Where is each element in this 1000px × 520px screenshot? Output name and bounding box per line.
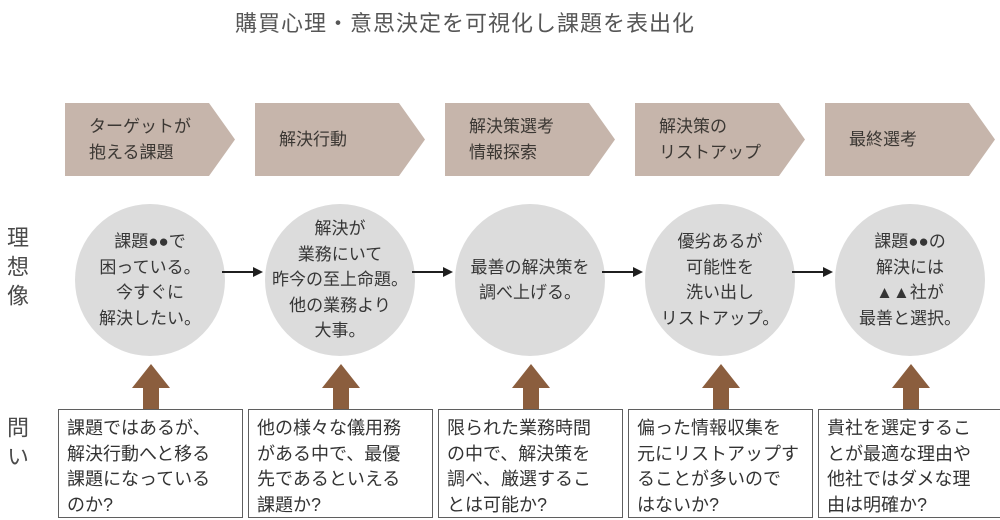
up-arrow-icon: [131, 364, 170, 410]
up-arrow-icon: [321, 364, 360, 410]
flow-arrow-icon: [412, 266, 453, 278]
side-label-ideal: 理想像: [4, 226, 29, 313]
stage-chevron: 解決行動: [255, 103, 425, 176]
up-arrow-stem: [142, 387, 159, 409]
ideal-circle: 課題●●で 困っている。 今すぐに 解決したい。: [75, 204, 225, 356]
question-box: 偏った情報収集を 元にリストアップす ることが多いので はないか?: [628, 409, 813, 518]
flow-arrow-line: [222, 271, 253, 273]
stage-column: ターゲットが 抱える課題 課題●●で 困っている。 今すぐに 解決したい。 課題…: [58, 0, 263, 520]
diagram-title: 購買心理・意思決定を可視化し課題を表出化: [234, 11, 695, 36]
flow-arrow-head: [443, 267, 453, 277]
flow-arrow-icon: [602, 266, 643, 278]
flow-arrow-line: [412, 271, 443, 273]
question-box: 限られた業務時間 の中で、解決策を 調べ、厳選するこ とは可能か?: [438, 409, 623, 518]
up-arrow-stem: [712, 387, 729, 409]
ideal-circle: 優劣あるが 可能性を 洗い出し リストアップ。: [645, 204, 795, 356]
flow-arrow-line: [792, 271, 823, 273]
side-label-question: 問い: [4, 416, 29, 474]
stage-column: 解決行動 解決が 業務にいて 昨今の至上命題。 他の業務より 大事。 他の様々な…: [248, 0, 453, 520]
stage-chevron: ターゲットが 抱える課題: [65, 103, 235, 176]
flow-arrow-icon: [222, 266, 263, 278]
stage-column: 解決策の リストアップ 優劣あるが 可能性を 洗い出し リストアップ。 偏った情…: [628, 0, 833, 520]
question-box: 課題ではあるが、 解決行動へと移る 課題になっている のか?: [58, 409, 243, 518]
up-arrow-icon: [891, 364, 930, 410]
up-arrow-head: [701, 364, 740, 388]
stage-chevron: 解決策選考 情報探索: [445, 103, 615, 176]
flow-arrow-icon: [792, 266, 833, 278]
up-arrow-icon: [511, 364, 550, 410]
ideal-circle: 課題●●の 解決には ▲▲社が 最善と選択。: [835, 204, 985, 356]
flow-arrow-line: [602, 271, 633, 273]
flow-arrow-head: [633, 267, 643, 277]
stage-chevron: 最終選考: [825, 103, 995, 176]
stage-column: 解決策選考 情報探索 最善の解決策を 調べ上げる。 限られた業務時間 の中で、解…: [438, 0, 643, 520]
up-arrow-stem: [522, 387, 539, 409]
up-arrow-head: [511, 364, 550, 388]
ideal-circle: 最善の解決策を 調べ上げる。: [455, 204, 605, 356]
up-arrow-head: [131, 364, 170, 388]
stage-chevron: 解決策の リストアップ: [635, 103, 805, 176]
flow-arrow-head: [253, 267, 263, 277]
flow-arrow-head: [823, 267, 833, 277]
question-box: 他の様々な儀用務 がある中で、最優 先であるといえる 課題か?: [248, 409, 433, 518]
up-arrow-icon: [701, 364, 740, 410]
stage-column: 最終選考 課題●●の 解決には ▲▲社が 最善と選択。 貴社を選定するこ とが最…: [818, 0, 1000, 520]
up-arrow-stem: [332, 387, 349, 409]
up-arrow-stem: [902, 387, 919, 409]
up-arrow-head: [321, 364, 360, 388]
up-arrow-head: [891, 364, 930, 388]
ideal-circle: 解決が 業務にいて 昨今の至上命題。 他の業務より 大事。: [265, 204, 415, 356]
question-box: 貴社を選定するこ とが最適な理由や 他社ではダメな理 由は明確か?: [818, 409, 1000, 518]
